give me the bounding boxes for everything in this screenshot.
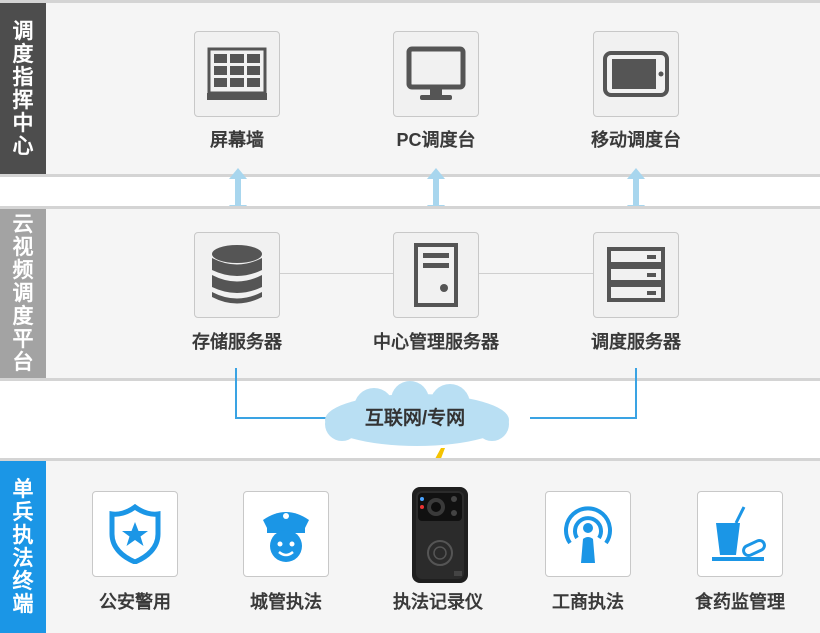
body-camera-label: 执法记录仪 [393,592,483,612]
food-drug-node[interactable] [697,491,783,577]
server-link-line [479,273,593,274]
police-badge-icon [109,504,161,564]
mobile-console-label: 移动调度台 [591,130,681,150]
pc-console-node[interactable] [393,31,479,117]
platform-label: 云视频调度平台 [0,209,46,378]
monitor-icon [406,46,466,100]
dispatch-server-label: 调度服务器 [591,332,681,352]
police-node[interactable] [92,491,178,577]
urban-management-label: 城管执法 [250,592,322,612]
food-drug-label: 食药监管理 [695,592,785,612]
management-server-node[interactable] [393,232,479,318]
bidirectional-arrow-icon [427,168,445,216]
management-server-label: 中心管理服务器 [373,332,499,352]
food-drug-icon [712,506,766,561]
terminal-label: 单兵执法终端 [0,461,46,633]
commerce-node[interactable] [545,491,631,577]
rack-server-icon [607,247,665,302]
server-link-line [280,273,393,274]
commerce-label: 工商执法 [552,592,624,612]
tablet-icon [603,51,669,97]
video-wall-label: 屏幕墙 [210,130,264,150]
police-label: 公安警用 [99,592,171,612]
bidirectional-arrow-icon [229,168,247,216]
storage-server-node[interactable] [194,232,280,318]
bidirectional-arrow-icon [627,168,645,216]
video-wall-icon [207,47,267,100]
cloud-icon [325,381,509,446]
body-camera-icon [412,487,468,583]
command-center-band: 调度指挥中心 [0,0,820,177]
dispatch-server-node[interactable] [593,232,679,318]
network-label: 互联网/专网 [364,408,466,429]
database-icon [212,245,262,304]
storage-server-label: 存储服务器 [192,332,282,352]
tower-server-icon [414,243,458,307]
command-center-label: 调度指挥中心 [0,3,46,174]
signal-person-icon [564,506,612,563]
officer-icon [263,512,309,562]
pc-console-label: PC调度台 [396,130,476,150]
video-wall-node[interactable] [194,31,280,117]
mobile-console-node[interactable] [593,31,679,117]
urban-management-node[interactable] [243,491,329,577]
